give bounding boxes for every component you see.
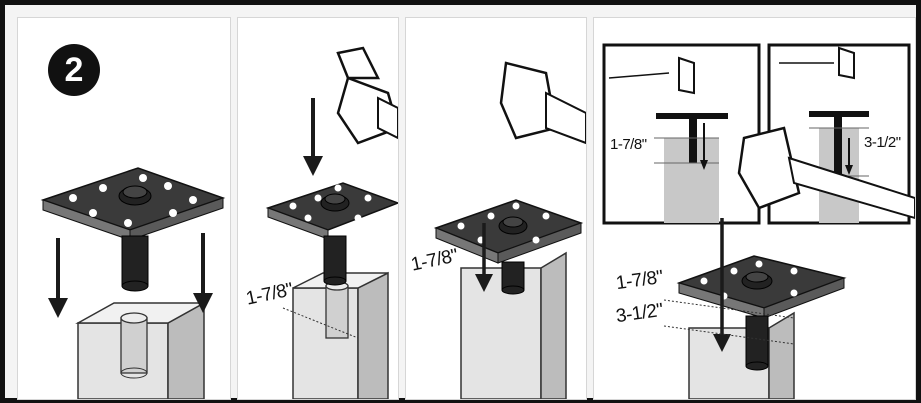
post-icon bbox=[75, 301, 207, 399]
panel1-illustration bbox=[40, 167, 226, 399]
down-arrow-icon bbox=[713, 218, 731, 352]
anchor-plate-icon bbox=[265, 182, 398, 286]
inset-left-detail bbox=[602, 43, 761, 225]
panel2-illustration bbox=[265, 46, 398, 399]
down-arrow-icon bbox=[475, 223, 493, 292]
sledgehammer-icon bbox=[336, 46, 398, 145]
anchor-plate-icon bbox=[433, 199, 584, 295]
inset-right-depth-label: 3-1/2" bbox=[864, 134, 901, 151]
sledgehammer-icon bbox=[737, 126, 915, 220]
panel-hammer-strike: 1-7/8" bbox=[405, 17, 587, 400]
post-icon bbox=[282, 271, 389, 399]
post-icon bbox=[460, 251, 567, 399]
sledgehammer-icon bbox=[499, 61, 586, 145]
down-arrow-icon bbox=[303, 98, 323, 176]
panel-step-2-overview: 2 bbox=[17, 17, 231, 400]
post-icon bbox=[688, 311, 795, 399]
down-arrow-icon bbox=[48, 233, 213, 318]
panel3-illustration bbox=[433, 61, 586, 399]
step-number-badge: 2 bbox=[48, 44, 100, 96]
anchor-plate-icon bbox=[40, 167, 226, 292]
inset-left-depth-label: 1-7/8" bbox=[610, 136, 647, 153]
panel4-illustration bbox=[602, 43, 915, 399]
panel-final-depth: 1-7/8" 3-1/2" 1-7/8" 3-1/2" bbox=[593, 17, 916, 400]
panel-hammer-approach: 1-7/8" bbox=[237, 17, 399, 400]
